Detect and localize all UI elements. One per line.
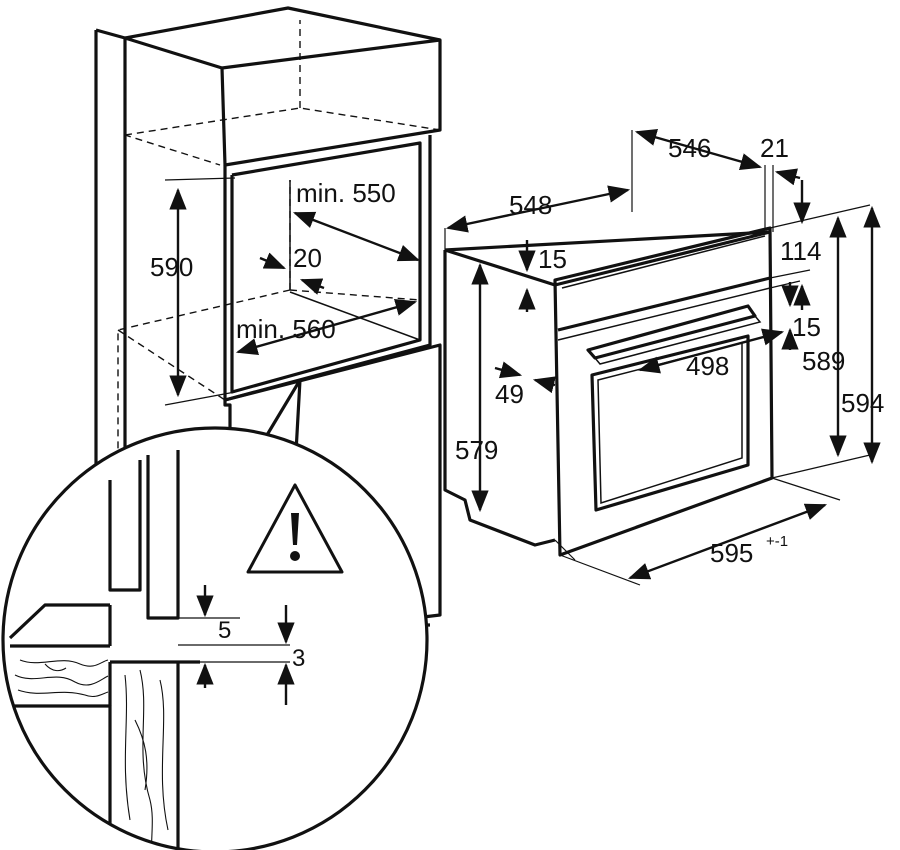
label-inner-width: 498: [686, 351, 729, 381]
oven-drawing: [443, 129, 881, 586]
label-oven-depth-body: 546: [668, 133, 711, 163]
warning-triangle-icon: [246, 483, 344, 574]
label-body-height: 579: [455, 435, 498, 465]
dim-line-548: [445, 185, 631, 233]
cabinet-drawing: [94, 6, 442, 627]
label-front-width: 595: [710, 538, 753, 568]
label-oven-depth-total: 548: [509, 190, 552, 220]
label-niche-width: min. 560: [236, 314, 336, 344]
label-front-thickness: 21: [760, 133, 789, 163]
dim-line-595: [627, 503, 828, 580]
dim-line-498: [637, 328, 785, 374]
dim-line-560: [235, 298, 418, 356]
label-gap-20: 20: [293, 243, 322, 273]
label-handle-15: 15: [792, 312, 821, 342]
label-detail-gap-5: 5: [218, 617, 231, 644]
label-left-49: 49: [495, 379, 524, 409]
label-front-height: 589: [802, 346, 845, 376]
dim-line-550: [292, 211, 421, 262]
label-total-height: 594: [841, 388, 884, 418]
label-front-width-tolerance: +-1: [766, 533, 788, 550]
dimension-labels: min. 550 590 20 min. 560 548 546 21 15 1…: [150, 133, 884, 672]
label-niche-height: 590: [150, 252, 193, 282]
dim-line-546: [634, 129, 763, 170]
label-niche-depth: min. 550: [296, 178, 396, 208]
detail-circle: [1, 426, 429, 850]
label-detail-gap-3: 3: [292, 645, 305, 672]
label-top-15: 15: [538, 244, 567, 274]
label-control-panel: 114: [780, 236, 821, 266]
